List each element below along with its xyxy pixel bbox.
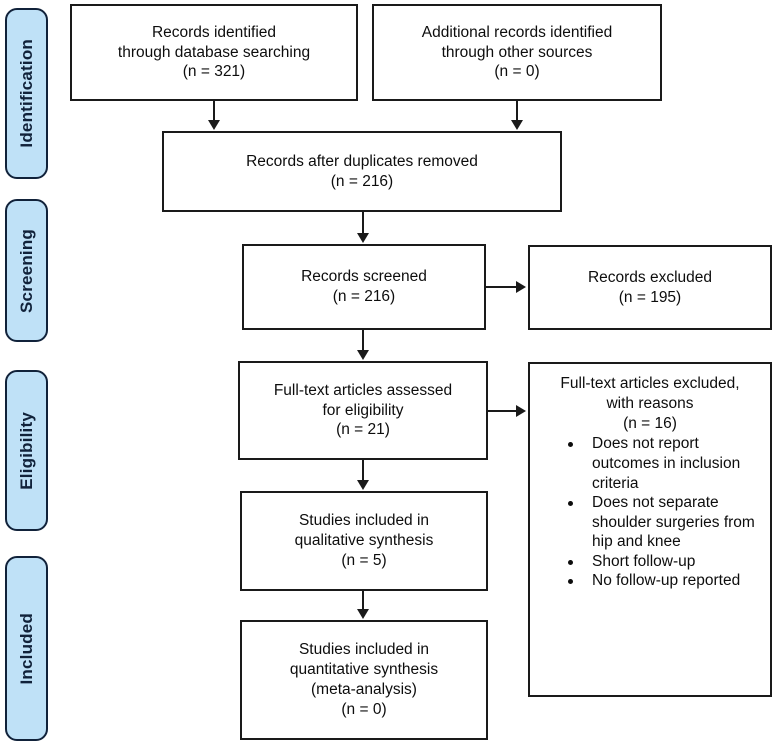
node-text-line: Records screened	[301, 268, 427, 286]
exclusion-reason-item: No follow-up reported	[566, 571, 764, 591]
node-text-line: Studies included in	[298, 641, 430, 659]
node-records-excluded: Records excluded (n = 195)	[528, 245, 772, 330]
node-text-line: with reasons	[606, 394, 694, 412]
node-count: (n = 216)	[332, 288, 396, 305]
exclusion-reasons-list: Does not report outcomes in inclusion cr…	[536, 434, 764, 590]
stage-tab-eligibility: Eligibility	[5, 370, 48, 531]
exclusion-reason-text: Does not separate shoulder surgeries fro…	[592, 494, 755, 551]
node-count: (n = 216)	[330, 172, 394, 190]
node-text-line: Additional records identified	[421, 23, 613, 41]
arrowhead-icon	[357, 350, 369, 360]
node-count: (n = 0)	[494, 63, 540, 81]
node-count: (n = 321)	[182, 63, 246, 81]
connector-fulltext-to-qualitative	[362, 460, 364, 482]
node-additional-records: Additional records identified through ot…	[372, 4, 662, 101]
exclusion-reason-item: Short follow-up	[566, 552, 764, 572]
node-fulltext-excluded-reasons: Full-text articles excluded, with reason…	[528, 362, 772, 697]
node-count: (n = 0)	[341, 700, 387, 718]
arrowhead-icon	[357, 233, 369, 243]
arrowhead-icon	[208, 120, 220, 130]
arrowhead-icon	[511, 120, 523, 130]
connector-screened-to-fulltext	[362, 330, 364, 352]
node-text-line: Full-text articles excluded,	[560, 375, 740, 392]
connector-additional-to-duplicates	[516, 101, 518, 123]
stage-tab-label: Identification	[17, 39, 36, 148]
connector-identified-to-duplicates	[213, 101, 215, 123]
node-text-line: Records excluded	[587, 268, 713, 286]
node-records-after-duplicates: Records after duplicates removed (n = 21…	[162, 131, 562, 212]
node-text-line: Records identified	[151, 23, 277, 41]
node-count: (n = 21)	[336, 421, 390, 439]
node-text-line: Full-text articles assessed	[273, 381, 453, 399]
connector-fulltext-to-excluded	[488, 410, 518, 412]
connector-qualitative-to-quantitative	[362, 591, 364, 611]
node-text-line: for eligibility	[322, 401, 404, 419]
bullet-icon	[568, 559, 573, 565]
node-count: (n = 5)	[341, 551, 387, 569]
node-text-line: qualitative synthesis	[294, 532, 434, 550]
node-text-line: through database searching	[117, 43, 311, 61]
arrowhead-icon	[357, 609, 369, 619]
exclusion-reason-text: No follow-up reported	[592, 572, 741, 590]
stage-tab-screening: Screening	[5, 199, 48, 342]
node-quantitative-synthesis: Studies included in quantitative synthes…	[240, 620, 488, 740]
node-records-identified: Records identified through database sear…	[70, 4, 358, 101]
node-text-line: Records after duplicates removed	[246, 152, 478, 170]
node-text-line: Studies included in	[298, 512, 430, 530]
bullet-icon	[568, 442, 573, 448]
connector-duplicates-to-screened	[362, 212, 364, 235]
exclusion-reason-text: Short follow-up	[592, 552, 696, 570]
node-fulltext-assessed: Full-text articles assessed for eligibil…	[238, 361, 488, 460]
stage-tab-label: Eligibility	[17, 411, 36, 490]
exclusion-reason-item: Does not separate shoulder surgeries fro…	[566, 493, 764, 552]
stage-tab-label: Screening	[17, 228, 36, 313]
node-qualitative-synthesis: Studies included in qualitative synthesi…	[240, 491, 488, 591]
arrowhead-icon	[516, 281, 526, 293]
arrowhead-icon	[516, 405, 526, 417]
exclusion-reason-item: Does not report outcomes in inclusion cr…	[566, 434, 764, 493]
node-text-line: (meta-analysis)	[311, 681, 417, 698]
node-count: (n = 16)	[623, 414, 677, 432]
bullet-icon	[568, 501, 573, 507]
stage-tab-label: Included	[17, 612, 36, 685]
node-records-screened: Records screened (n = 216)	[242, 244, 486, 330]
bullet-icon	[568, 579, 573, 585]
stage-tab-identification: Identification	[5, 8, 48, 179]
stage-tab-included: Included	[5, 556, 48, 741]
node-text-line: quantitative synthesis	[289, 661, 439, 679]
exclusion-reason-text: Does not report outcomes in inclusion cr…	[592, 435, 741, 492]
node-text-line: through other sources	[441, 43, 593, 61]
arrowhead-icon	[357, 480, 369, 490]
node-count: (n = 195)	[618, 288, 682, 306]
connector-screened-to-excluded	[486, 286, 518, 288]
